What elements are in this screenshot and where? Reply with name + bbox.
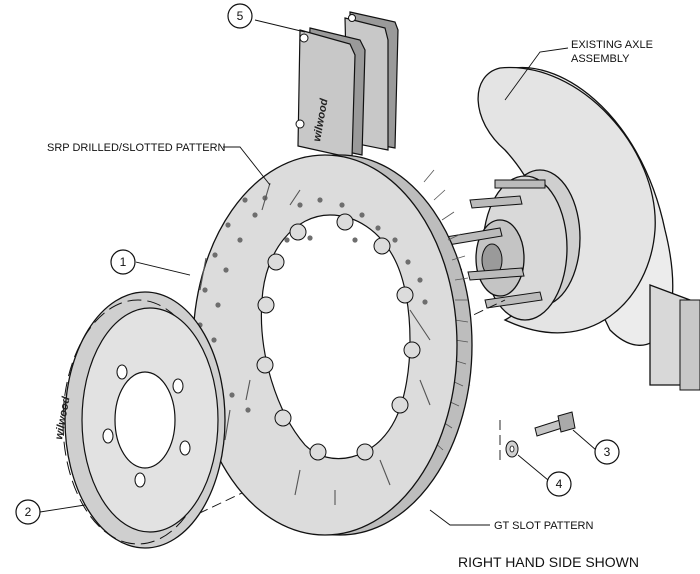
washer (505, 440, 519, 458)
hat-lug-holes (102, 364, 191, 488)
callout-4-number: 4 (556, 477, 563, 491)
callout-2: 2 (15, 499, 41, 525)
callout-4: 4 (546, 471, 572, 497)
hub-assembly (439, 169, 581, 321)
brake-rotor (192, 154, 473, 536)
mounting-bolt (534, 411, 576, 437)
axle-label-line2: ASSEMBLY (571, 53, 630, 65)
callout-1: 1 (110, 249, 136, 275)
srp-pattern-label: SRP DRILLED/SLOTTED PATTERN (47, 142, 226, 154)
callout-2-number: 2 (25, 505, 32, 519)
gt-slot-label: GT SLOT PATTERN (494, 520, 593, 532)
footer-note: RIGHT HAND SIDE SHOWN (458, 554, 639, 570)
wheel-stud (439, 179, 546, 309)
callout-3-number: 3 (604, 445, 611, 459)
brake-pad-pair: wilwood (295, 11, 399, 159)
callout-5: 5 (227, 3, 253, 29)
callout-3: 3 (594, 439, 620, 465)
rotor-drill-holes (197, 195, 428, 413)
leader-lines (39, 19, 597, 526)
rotor-hat: wilwood (53, 291, 226, 549)
axle-label-line1: EXISTING AXLE (571, 39, 653, 51)
rotor-slots (199, 182, 431, 505)
rotor-mount-scallops (256, 213, 421, 461)
callout-1-number: 1 (120, 255, 127, 269)
callout-5-number: 5 (237, 9, 244, 23)
